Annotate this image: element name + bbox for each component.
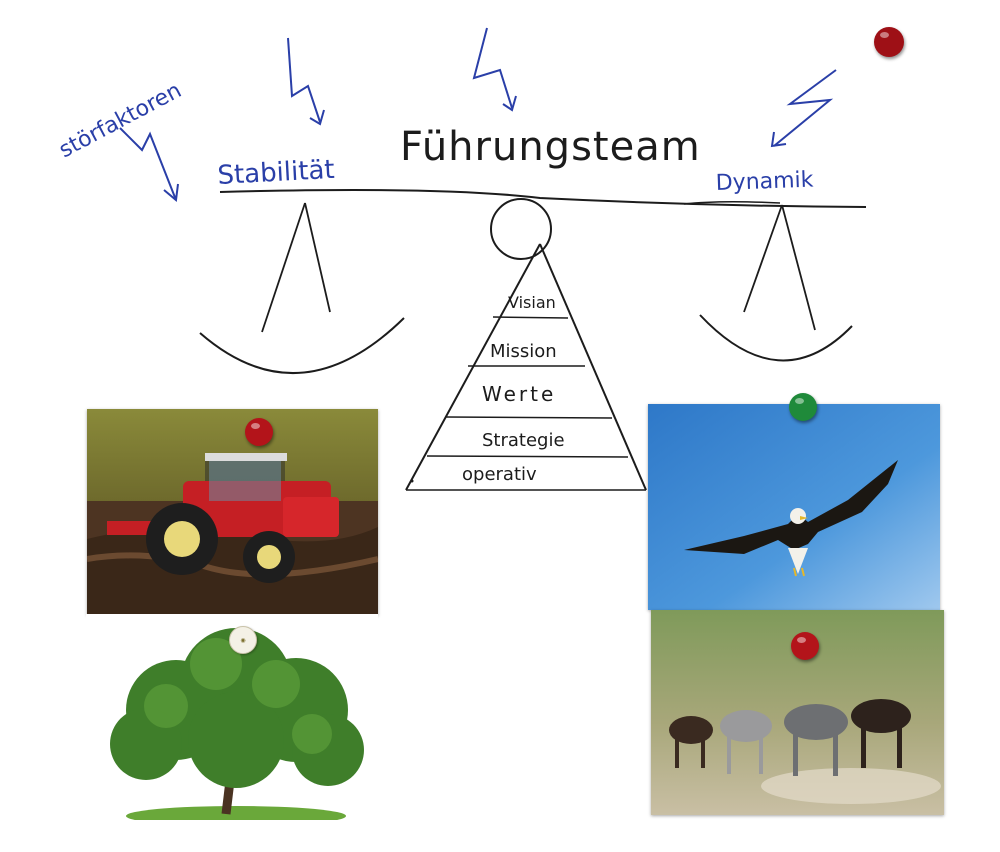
eagle-photo <box>648 404 940 610</box>
disturbance-arrow-icon <box>119 127 179 202</box>
beam-underline-right <box>683 200 781 205</box>
pyramid-level-label: Strategie <box>482 430 565 451</box>
disturbance-label: störfaktoren <box>55 78 186 163</box>
pyramid-dot <box>410 479 414 483</box>
lightning-arrow-icon <box>770 69 837 148</box>
left-scale-pan <box>199 202 405 374</box>
balance-beam <box>219 189 867 208</box>
left-label: Stabilität <box>217 155 336 191</box>
red-magnet <box>874 27 904 57</box>
tree-photo <box>86 614 378 820</box>
pyramid-level-label: Werte <box>482 382 556 406</box>
right-label: Dynamik <box>715 168 814 196</box>
values-pyramid <box>405 243 647 491</box>
green-magnet <box>789 393 817 421</box>
pyramid-level-label: operativ <box>462 464 537 485</box>
pyramid-level-label: Mission <box>490 341 557 362</box>
pyramid-level-label: Visian <box>508 293 556 312</box>
diagram-title: Führungsteam <box>400 124 701 170</box>
right-scale-pan <box>699 204 853 362</box>
red-magnet <box>245 418 273 446</box>
tractor-photo <box>87 409 378 615</box>
red-magnet <box>791 632 819 660</box>
button-badge: ◉ <box>229 626 257 654</box>
lightning-arrow-icon <box>472 27 517 112</box>
pivot-circle <box>490 198 552 260</box>
lightning-arrow-icon <box>287 37 325 126</box>
